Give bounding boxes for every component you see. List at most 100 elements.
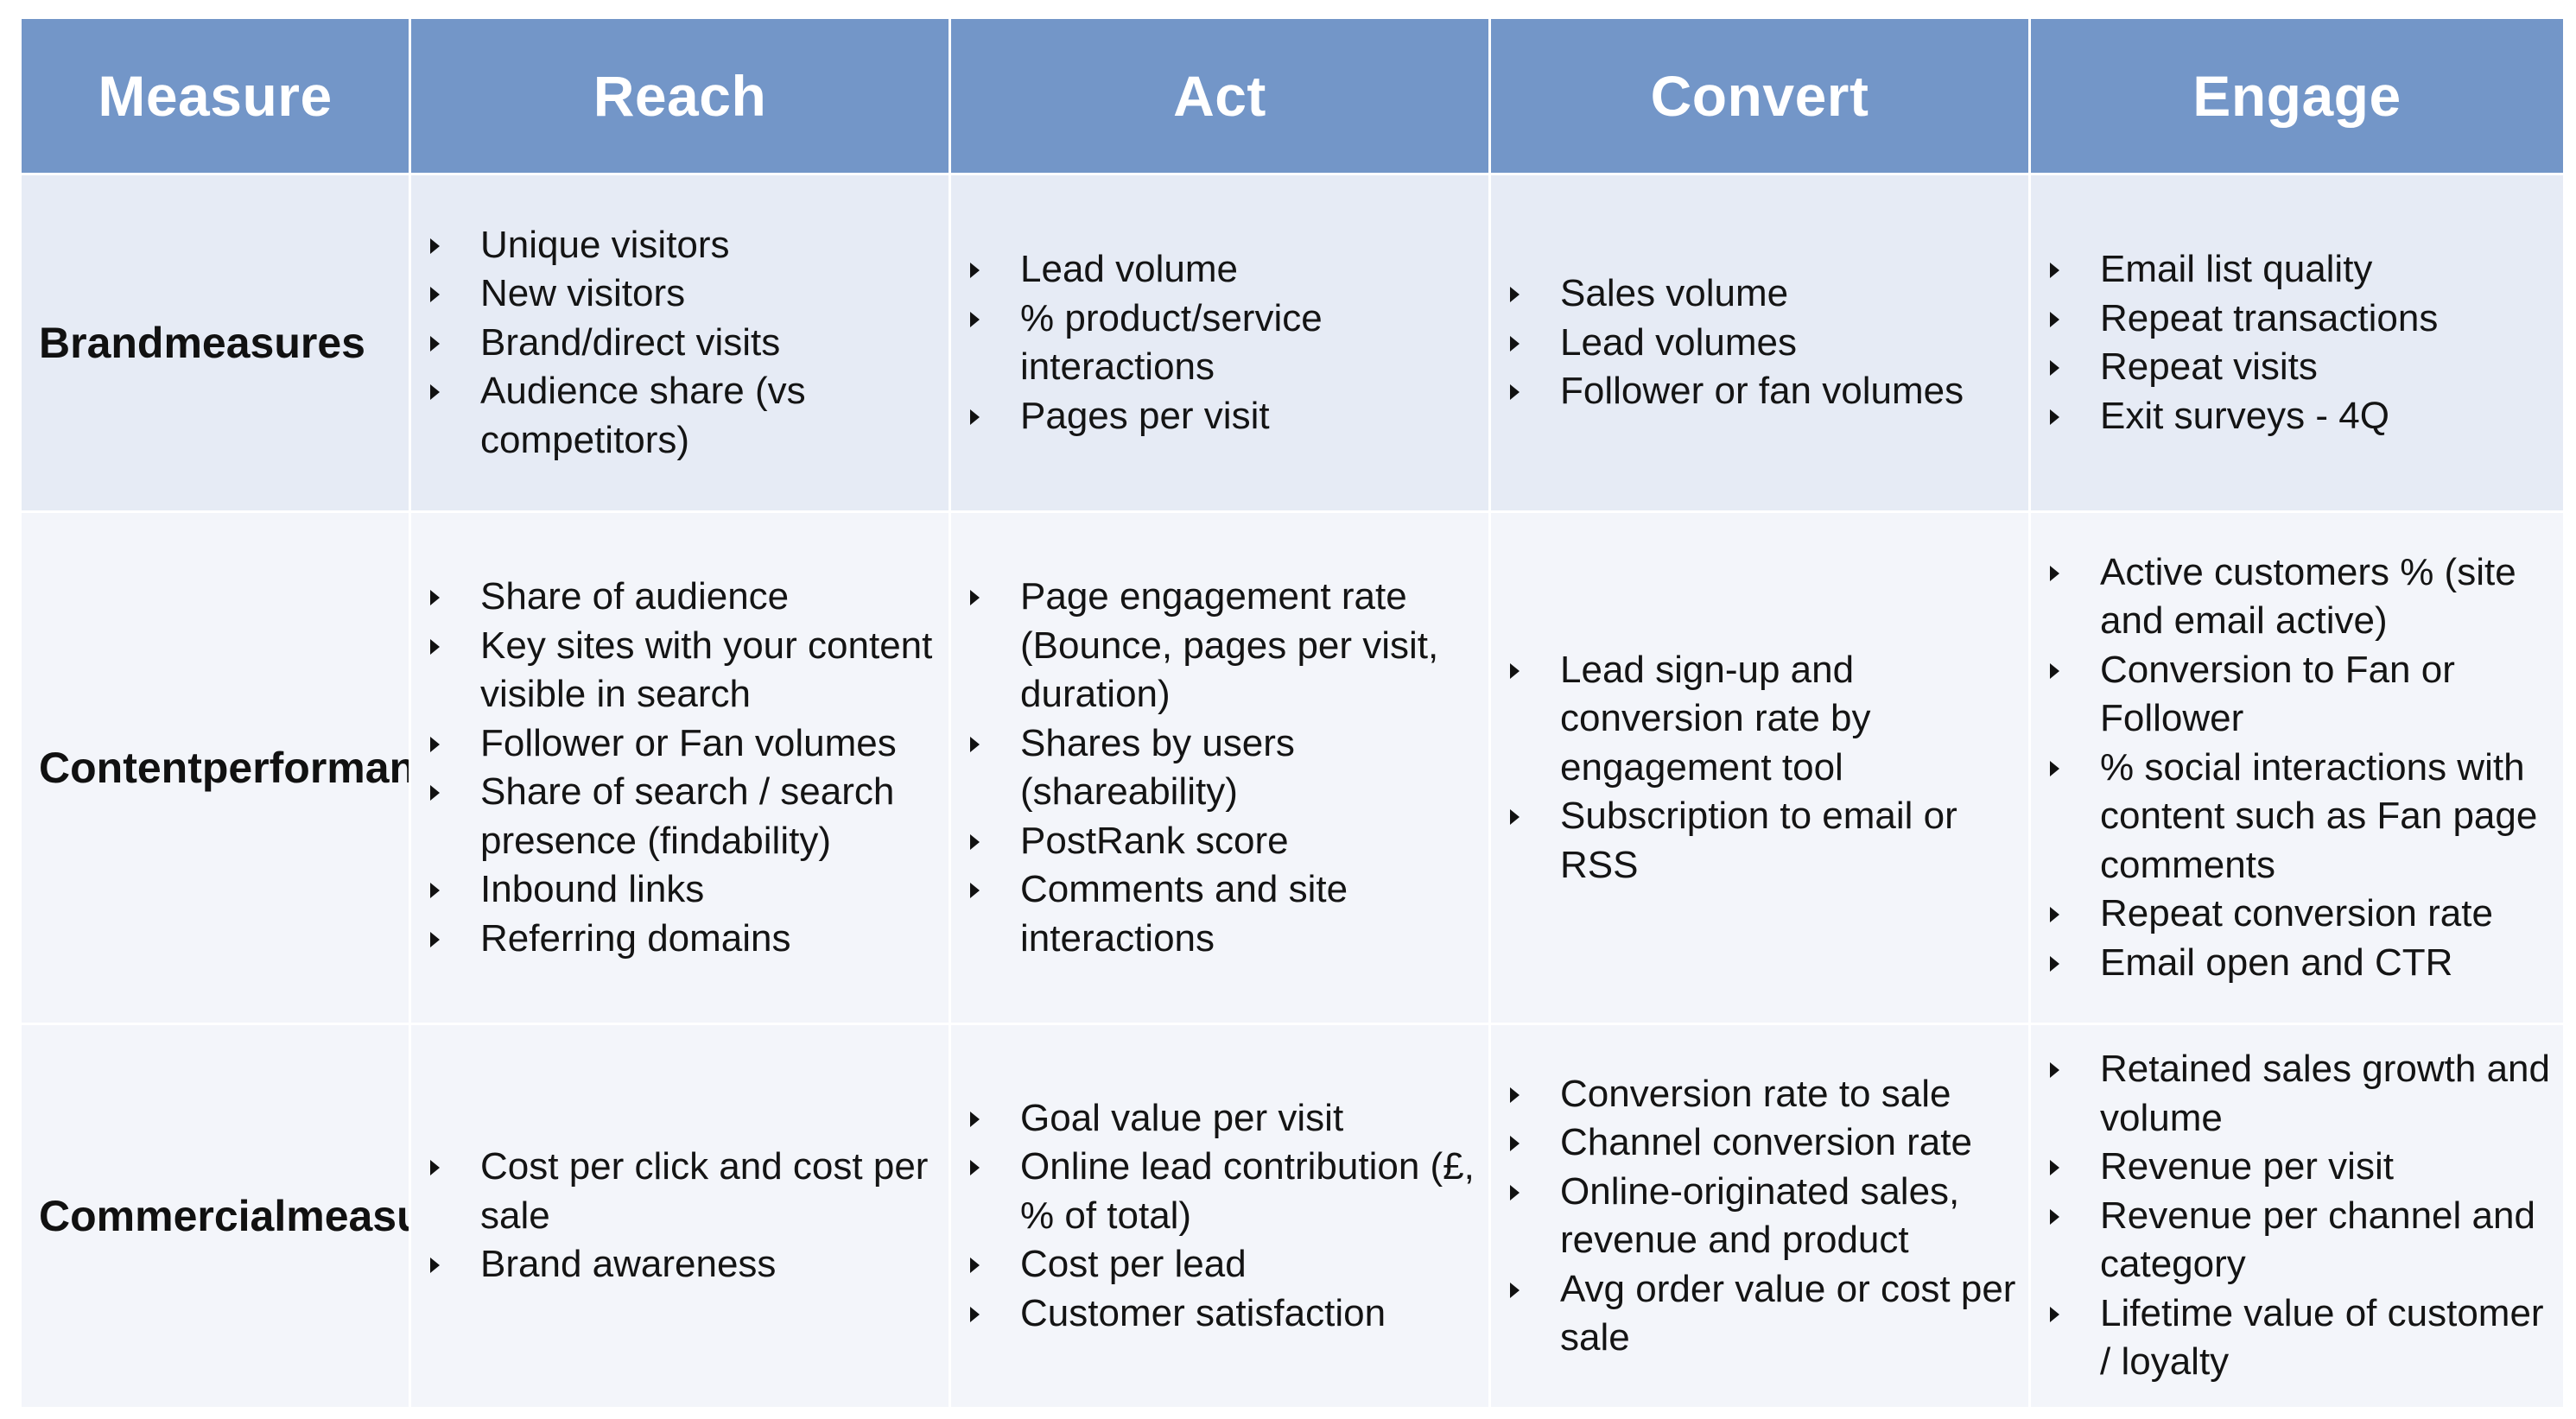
bullet-triangle-icon: [430, 638, 440, 655]
bullet-triangle-icon: [430, 1160, 440, 1176]
list-item-text: Exit surveys - 4Q: [2100, 394, 2389, 437]
list-item: Email open and CTR: [2046, 939, 2553, 988]
list-item: Brand/direct visits: [427, 319, 938, 368]
bullet-triangle-icon: [430, 736, 440, 752]
list-item-text: Referring domains: [480, 916, 791, 960]
bullet-triangle-icon: [430, 785, 440, 801]
list-item-text: Subscription to email or RSS: [1560, 795, 1957, 886]
list-item-text: Lifetime value of customer / loyalty: [2100, 1291, 2544, 1384]
list-item-text: Avg order value or cost per sale: [1560, 1267, 2016, 1359]
list-item: Follower or fan volumes: [1507, 367, 1964, 416]
bullet-triangle-icon: [2050, 360, 2059, 376]
list-item-text: Email list quality: [2100, 248, 2373, 290]
bullet-triangle-icon: [2050, 311, 2059, 327]
list-item-text: Cost per click and cost per sale: [480, 1145, 929, 1237]
cell-content-act: Page engagement rate (Bounce, pages per …: [951, 513, 1488, 1023]
bullet-triangle-icon: [430, 384, 440, 401]
list-item-text: Channel conversion rate: [1560, 1121, 1972, 1163]
bullet-triangle-icon: [970, 736, 980, 752]
bullet-triangle-icon: [2050, 760, 2059, 776]
list-item: Unique visitors: [427, 221, 938, 270]
bullet-triangle-icon: [1510, 1136, 1520, 1151]
bullet-triangle-icon: [2050, 1306, 2059, 1322]
list-item-text: Shares by users (shareability): [1020, 721, 1295, 814]
bullet-triangle-icon: [2050, 955, 2059, 972]
list-item-text: Audience share (vs competitors): [480, 370, 806, 461]
list-item: Customer satisfaction: [967, 1289, 1478, 1339]
list-item: New visitors: [427, 269, 938, 319]
list-item: Lifetime value of customer / loyalty: [2046, 1289, 2553, 1387]
list-item-text: Share of search / search presence (finda…: [480, 770, 895, 862]
bullet-triangle-icon: [970, 833, 980, 850]
bullet-triangle-icon: [430, 287, 440, 303]
list-item-text: Customer satisfaction: [1020, 1291, 1386, 1334]
list-item: Inbound links: [427, 865, 938, 915]
list-item-text: Lead sign-up and conversion rate by enga…: [1560, 648, 1871, 789]
list-item-text: Cost per lead: [1020, 1243, 1247, 1286]
list-item: Exit surveys - 4Q: [2046, 392, 2438, 441]
list-item: PostRank score: [967, 817, 1478, 866]
bullet-triangle-icon: [970, 1306, 980, 1322]
row-label-line: Commercial: [39, 1191, 287, 1240]
bullet-triangle-icon: [430, 1257, 440, 1274]
list-item-text: Revenue per channel and category: [2100, 1194, 2535, 1286]
list-item-text: Key sites with your content visible in s…: [480, 624, 933, 716]
list-item: Channel conversion rate: [1507, 1118, 2018, 1168]
bullet-list: Active customers % (site and email activ…: [2031, 548, 2563, 988]
bullet-triangle-icon: [970, 1160, 980, 1176]
bullet-triangle-icon: [430, 590, 440, 605]
list-item-text: Conversion rate to sale: [1560, 1072, 1951, 1115]
list-item-text: New visitors: [480, 272, 686, 315]
cell-content-engage: Active customers % (site and email activ…: [2031, 513, 2563, 1023]
list-item: Revenue per visit: [2046, 1143, 2553, 1192]
header-engage: Engage: [2031, 19, 2563, 173]
list-item: Repeat transactions: [2046, 295, 2438, 344]
bullet-triangle-icon: [970, 883, 980, 898]
bullet-triangle-icon: [2050, 565, 2059, 581]
bullet-triangle-icon: [970, 263, 980, 278]
row-label-brand-measures: Brand measures: [22, 175, 409, 510]
header-act: Act: [951, 19, 1488, 173]
list-item-text: Online lead contribution (£, % of total): [1020, 1145, 1475, 1237]
list-item-text: Page engagement rate (Bounce, pages per …: [1020, 575, 1439, 715]
bullet-triangle-icon: [2050, 1160, 2059, 1176]
list-item: Lead volume: [967, 245, 1478, 295]
row-label-line: measures: [163, 318, 365, 367]
bullet-triangle-icon: [430, 883, 440, 898]
list-item-text: % social interactions with content such …: [2100, 745, 2538, 886]
list-item: Comments and site interactions: [967, 865, 1478, 963]
bullet-triangle-icon: [970, 311, 980, 327]
list-item-text: Share of audience: [480, 575, 790, 618]
list-item: Lead sign-up and conversion rate by enga…: [1507, 646, 2018, 793]
bullet-triangle-icon: [2050, 662, 2059, 679]
list-item: Conversion rate to sale: [1507, 1070, 2018, 1119]
list-item: Cost per click and cost per sale: [427, 1143, 938, 1240]
list-item: Goal value per visit: [967, 1094, 1478, 1143]
row-label-line: Content: [39, 743, 202, 792]
bullet-triangle-icon: [1510, 287, 1520, 303]
list-item: Audience share (vs competitors): [427, 367, 938, 465]
list-item: Share of audience: [427, 573, 938, 622]
list-item-text: Comments and site interactions: [1020, 868, 1348, 960]
list-item-text: Inbound links: [480, 868, 705, 910]
list-item: Online-originated sales, revenue and pro…: [1507, 1168, 2018, 1265]
list-item: % product/service interactions: [967, 295, 1478, 392]
list-item: Conversion to Fan or Follower: [2046, 646, 2553, 744]
bullet-triangle-icon: [1510, 1184, 1520, 1200]
row-label-content-performance-measures: Content performance measures: [22, 513, 409, 1023]
list-item: Repeat conversion rate: [2046, 890, 2553, 939]
list-item: Cost per lead: [967, 1240, 1478, 1289]
bullet-list: Lead volume% product/service interaction…: [951, 245, 1488, 440]
cell-content-convert: Lead sign-up and conversion rate by enga…: [1491, 513, 2028, 1023]
